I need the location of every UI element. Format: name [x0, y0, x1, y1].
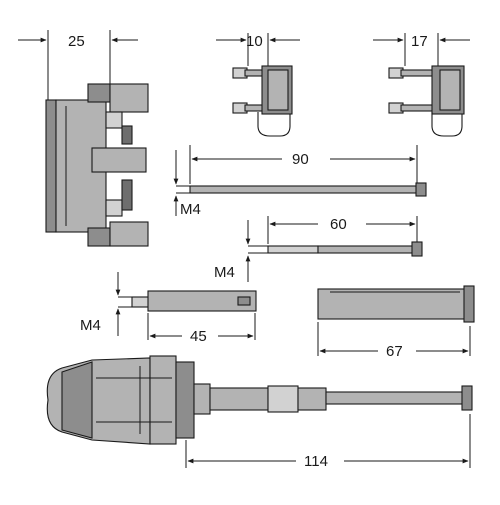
extension-assembly-part [46, 355, 473, 468]
medium-screw-thread-label: M4 [214, 264, 235, 281]
mounting-clip-part [18, 30, 149, 247]
large-hook-part [373, 33, 470, 137]
tube-length-label: 67 [386, 343, 403, 360]
threaded-bolt-part [115, 272, 257, 340]
hook-large-width-label: 17 [411, 33, 428, 50]
medium-screw-length-label: 60 [330, 216, 347, 233]
long-screw-thread-label: M4 [180, 201, 201, 218]
extension-length-label: 114 [304, 453, 328, 470]
tube-part [317, 285, 475, 356]
clip-width-label: 25 [68, 33, 85, 50]
long-screw-length-label: 90 [292, 151, 309, 168]
small-hook-part [216, 33, 300, 137]
long-screw-part [173, 145, 427, 216]
hook-small-width-label: 10 [246, 33, 263, 50]
medium-screw-part [245, 216, 423, 282]
bolt-length-label: 45 [190, 328, 207, 345]
bolt-thread-label: M4 [80, 317, 101, 334]
